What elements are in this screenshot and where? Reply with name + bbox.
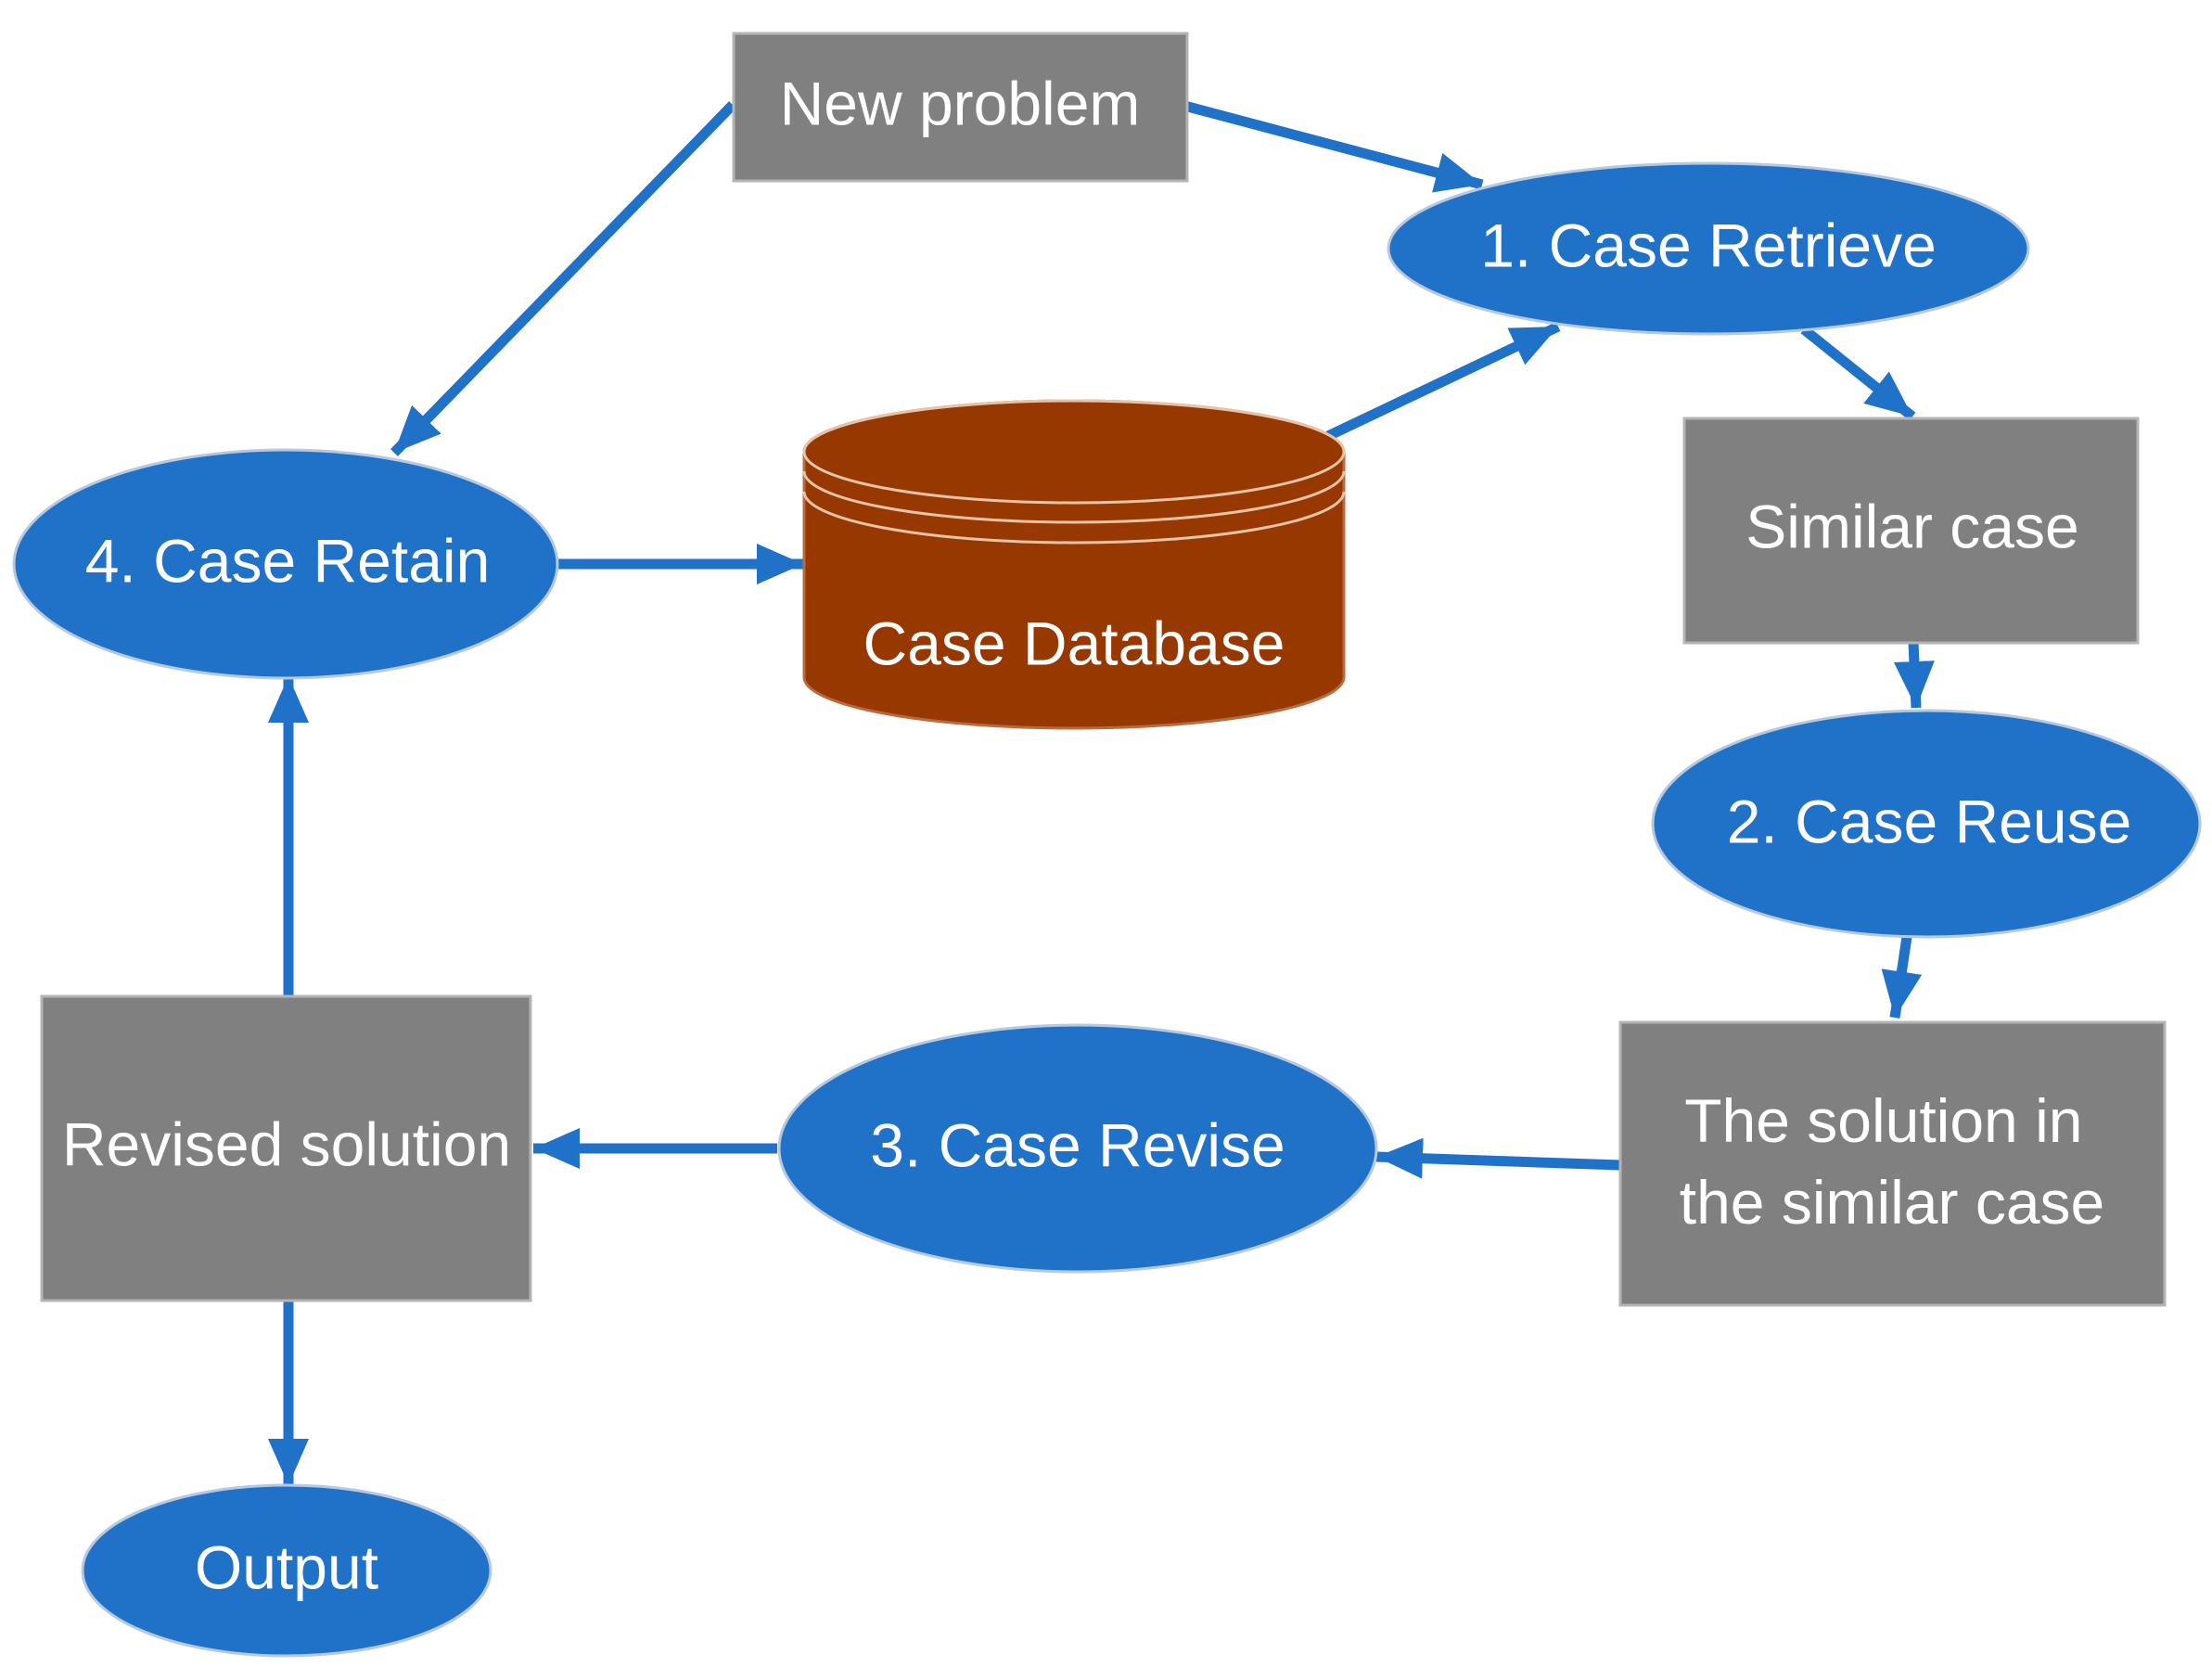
node-case-reuse: 2. Case Reuse: [1651, 709, 2202, 939]
case-database-ring-1: [802, 470, 1346, 524]
similar-case-label: Similar case: [1745, 492, 2078, 560]
edge-solution-to-case-revise: [1375, 1137, 1622, 1179]
new-problem-label: New problem: [780, 69, 1141, 137]
node-case-database: Case Database: [802, 399, 1346, 730]
case-reuse-ellipse: [1651, 709, 2202, 939]
case-retain-ellipse: [12, 448, 559, 680]
similar-case-box: [1682, 417, 2140, 645]
edge-similar-case-to-case-reuse: [1893, 641, 1935, 709]
node-case-revise: 3. Case Revise: [777, 1023, 1378, 1274]
case-reuse-label: 2. Case Reuse: [1727, 787, 2132, 855]
edge-new-problem-to-case-retain: [390, 101, 736, 456]
node-similar-case: Similar case: [1682, 417, 2140, 645]
edge-case-retrieve-to-similar-case: [1800, 325, 1916, 421]
case-retrieve-label: 1. Case Retrieve: [1480, 211, 1937, 279]
revised-solution-label: Revised solution: [62, 1109, 511, 1178]
edge-new-problem-to-case-retrieve: [1183, 100, 1484, 193]
solution-similar-case-line-2: the similar case: [1680, 1168, 2105, 1237]
node-solution-similar-case: The solution in the similar case: [1618, 1020, 2167, 1307]
node-case-retrieve: 1. Case Retrieve: [1387, 161, 2030, 336]
output-ellipse: [81, 1483, 492, 1658]
solution-similar-case-line-1: The solution in: [1684, 1086, 2082, 1155]
node-output: Output: [81, 1483, 492, 1658]
edge-case-reuse-to-solution: [1881, 936, 1923, 1019]
case-revise-ellipse: [777, 1023, 1378, 1274]
case-revise-label: 3. Case Revise: [870, 1110, 1285, 1179]
node-new-problem: New problem: [732, 32, 1189, 183]
case-retrieve-ellipse: [1387, 161, 2030, 336]
output-label: Output: [195, 1532, 378, 1601]
node-revised-solution: Revised solution: [40, 994, 532, 1302]
solution-similar-case-box: [1618, 1020, 2167, 1307]
case-database-ring-2: [802, 491, 1346, 545]
edge-case-database-to-case-retrieve: [1325, 322, 1561, 441]
revised-solution-box: [40, 994, 532, 1302]
case-database-label: Case Database: [863, 609, 1285, 677]
solution-similar-case-label: The solution in the similar case: [1680, 1086, 2105, 1237]
new-problem-box: [732, 32, 1189, 183]
case-database-top: [802, 399, 1346, 505]
node-case-retain: 4. Case Retain: [12, 448, 559, 680]
case-retain-label: 4. Case Retain: [85, 526, 491, 595]
connectors: [268, 100, 1935, 1485]
